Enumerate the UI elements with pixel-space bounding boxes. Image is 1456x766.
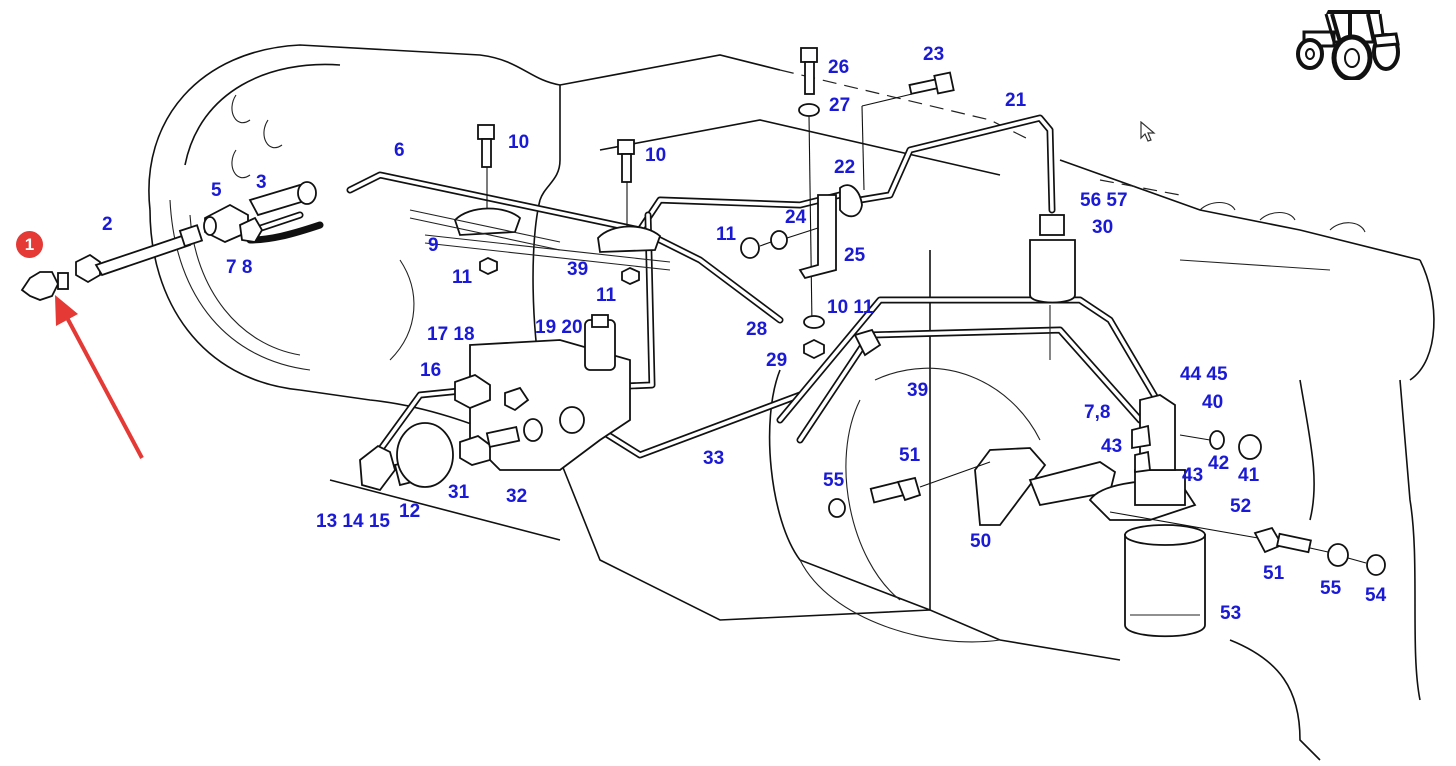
callout-23: 23: [923, 44, 945, 65]
callout-11: 11: [716, 224, 737, 245]
fasteners: [409, 47, 1076, 360]
callout-10: 10: [645, 145, 667, 166]
transmission-housing: [148, 44, 1435, 761]
callout-10: 10: [508, 132, 530, 153]
callout-43: 43: [1101, 436, 1123, 457]
callout-10-11: 10 11: [827, 297, 874, 318]
callout-32: 32: [506, 486, 528, 507]
highlight-badge: 1: [16, 231, 43, 258]
callout-50: 50: [970, 531, 992, 552]
callout-3: 3: [256, 172, 267, 193]
callout-9: 9: [428, 235, 439, 256]
mouse-cursor-icon: [1140, 121, 1156, 142]
callout-41: 41: [1238, 465, 1260, 486]
callout-7-8: 7 8: [226, 257, 253, 278]
callout-28: 28: [746, 319, 768, 340]
callout-43: 43: [1182, 465, 1204, 486]
callout-13-14-15: 13 14 15: [316, 511, 390, 532]
callout-31: 31: [448, 482, 470, 503]
callout-22: 22: [834, 157, 856, 178]
tractor-icon: [1296, 10, 1400, 80]
callout-44-45: 44 45: [1180, 364, 1228, 385]
callout-21: 21: [1005, 90, 1027, 111]
callout-26: 26: [828, 57, 850, 78]
callout-42: 42: [1208, 453, 1230, 474]
control-valve-block: [359, 314, 631, 492]
callout-55: 55: [823, 470, 845, 491]
callout-51: 51: [1263, 563, 1285, 584]
callout-55: 55: [1320, 578, 1342, 599]
callout-52: 52: [1230, 496, 1252, 517]
callout-39: 39: [907, 380, 929, 401]
callout-54: 54: [1365, 585, 1387, 606]
callout-29: 29: [766, 350, 788, 371]
callout-12: 12: [399, 501, 421, 522]
oil-pressure-sender-assembly: [20, 181, 317, 301]
callout-5: 5: [211, 180, 222, 201]
callout-53: 53: [1220, 603, 1242, 624]
callout-25: 25: [844, 245, 866, 266]
callout-17-18: 17 18: [427, 324, 475, 345]
callout-6: 6: [394, 140, 405, 161]
callout-11: 11: [452, 267, 473, 288]
oil-pipes: [246, 114, 1164, 459]
callout-2: 2: [102, 214, 113, 235]
callout-7-8: 7,8: [1084, 402, 1111, 423]
callout-24: 24: [785, 207, 807, 228]
highlight-arrow: [55, 295, 144, 459]
filter-assembly: [828, 394, 1386, 638]
callout-33: 33: [703, 448, 725, 469]
callout-40: 40: [1202, 392, 1224, 413]
callout-30: 30: [1092, 217, 1114, 238]
callout-16: 16: [420, 360, 442, 381]
callout-39: 39: [567, 259, 589, 280]
callout-51: 51: [899, 445, 921, 466]
callout-27: 27: [829, 95, 851, 116]
callout-19-20: 19 20: [535, 317, 583, 338]
callout-56-57: 56 57: [1080, 190, 1128, 211]
callout-11: 11: [596, 285, 617, 306]
